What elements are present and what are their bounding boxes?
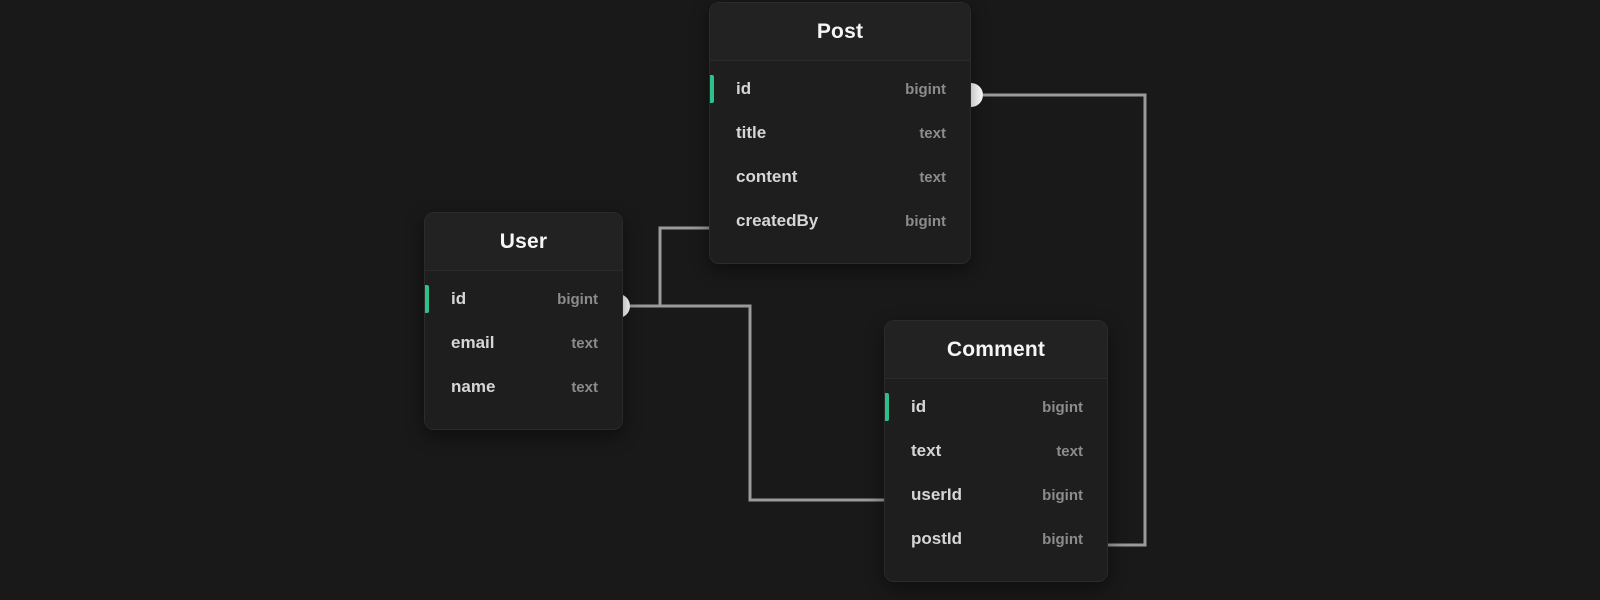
relationship-edge-user-id-to-comment-userid[interactable] xyxy=(630,304,884,502)
field-type: bigint xyxy=(1042,398,1083,416)
table-title: Comment xyxy=(946,337,1046,361)
field-row[interactable]: id bigint xyxy=(885,385,1107,429)
field-type: text xyxy=(571,334,598,352)
field-row[interactable]: content text xyxy=(710,155,970,199)
table-title: Post xyxy=(816,19,864,43)
field-type: bigint xyxy=(557,290,598,308)
field-name: email xyxy=(451,333,495,352)
field-type: bigint xyxy=(1042,530,1083,548)
field-name: id xyxy=(451,289,467,308)
field-type: bigint xyxy=(1042,486,1083,504)
field-type: bigint xyxy=(905,80,946,98)
field-row[interactable]: id bigint xyxy=(425,277,622,321)
primary-key-indicator-icon xyxy=(885,393,889,421)
field-row[interactable]: id bigint xyxy=(710,67,970,111)
field-row[interactable]: userId bigint xyxy=(885,473,1107,517)
field-type: bigint xyxy=(905,212,946,230)
field-name: createdBy xyxy=(736,211,819,230)
table-fields-post: id bigint title text content text createdBy big… xyxy=(710,61,970,263)
field-row[interactable]: title text xyxy=(710,111,970,155)
field-type: text xyxy=(1056,442,1083,460)
field-name: content xyxy=(736,167,798,186)
primary-key-indicator-icon xyxy=(425,285,429,313)
table-card-post[interactable]: Post id bigint title text content text createdB… xyxy=(709,2,971,264)
table-title: User xyxy=(499,229,548,253)
field-name: id xyxy=(736,79,752,98)
table-card-user[interactable]: User id bigint email text name text xyxy=(424,212,623,430)
table-header-comment[interactable]: Comment xyxy=(885,321,1107,379)
table-fields-comment: id bigint text text userId bigint postId bigint xyxy=(885,379,1107,581)
field-row[interactable]: text text xyxy=(885,429,1107,473)
field-name: id xyxy=(911,397,927,416)
field-name: postId xyxy=(911,529,962,548)
field-name: name xyxy=(451,377,496,396)
field-row[interactable]: postId bigint xyxy=(885,517,1107,561)
relationship-endpoint-marker-icon xyxy=(971,83,983,107)
table-header-user[interactable]: User xyxy=(425,213,622,271)
field-type: text xyxy=(571,378,598,396)
field-name: title xyxy=(736,123,767,142)
field-name: userId xyxy=(911,485,963,504)
field-type: text xyxy=(919,168,946,186)
field-row[interactable]: createdBy bigint xyxy=(710,199,970,243)
field-name: text xyxy=(911,441,942,460)
field-type: text xyxy=(919,124,946,142)
relationship-edge-user-id-to-post-createdby[interactable] xyxy=(630,226,709,308)
primary-key-indicator-icon xyxy=(710,75,714,103)
field-row[interactable]: email text xyxy=(425,321,622,365)
table-fields-user: id bigint email text name text xyxy=(425,271,622,429)
field-row[interactable]: name text xyxy=(425,365,622,409)
table-header-post[interactable]: Post xyxy=(710,3,970,61)
